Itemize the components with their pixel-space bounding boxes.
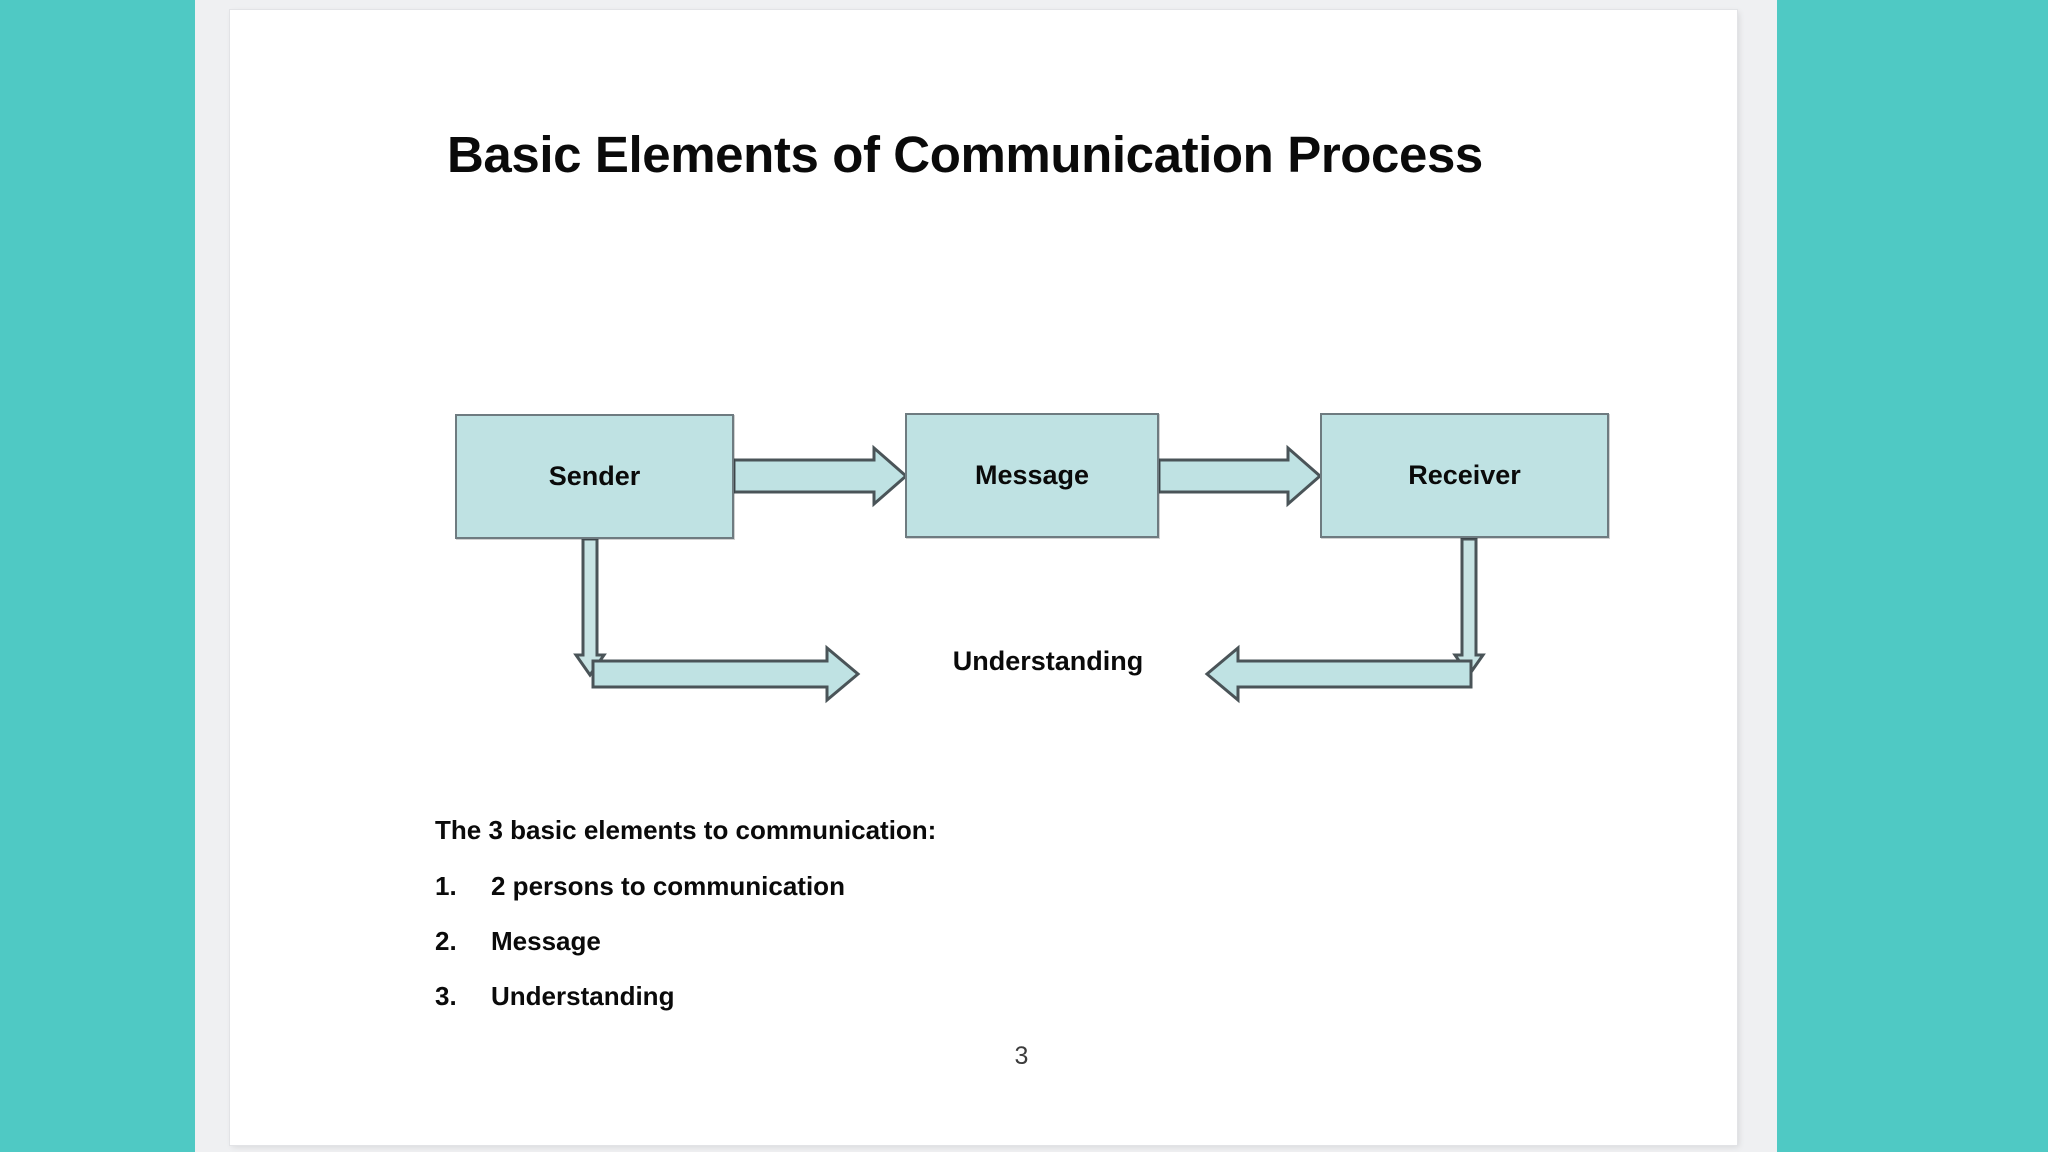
diagram-box-message[interactable]: Message [905,413,1159,538]
slide-body-text: The 3 basic elements to communication: 1… [435,815,1585,1036]
diagram-box-receiver[interactable]: Receiver [1320,413,1609,538]
list-item: 1. 2 persons to communication [435,871,1585,902]
list-item: 3. Understanding [435,981,1585,1012]
page-number-value: 3 [1014,1042,1029,1070]
slide-title: Basic Elements of Communication Process [447,126,1483,183]
communication-process-diagram: Sender Message Receiver Understanding [230,10,1737,1145]
list-item-text: Message [491,926,601,956]
arrow-receiver-to-understanding [1204,644,1473,704]
diagram-arrow-layer [573,444,1486,704]
diagram-box-sender[interactable]: Sender [455,414,734,539]
diagram-box-message-label: Message [974,460,1090,490]
diagram-box-sender-label: Sender [548,461,641,491]
arrow-sender-to-understanding [591,644,861,704]
arrow-message-to-receiver [1157,444,1323,508]
list-item: 2. Message [435,926,1585,957]
connector-receiver-down [1452,537,1486,678]
body-intro-line: The 3 basic elements to communication: [435,815,937,845]
connector-sender-down [573,537,607,678]
arrow-sender-to-message [732,444,909,508]
list-item-number: 3. [435,981,457,1011]
slide-canvas: Basic Elements of Communication Process [230,10,1737,1145]
list-item-number: 2. [435,926,457,956]
diagram-box-receiver-label: Receiver [1408,460,1521,490]
list-item-text: Understanding [491,981,675,1011]
page-number: 3 [230,1042,1737,1071]
list-item-number: 1. [435,871,457,901]
diagram-label-understanding: Understanding [952,646,1144,676]
list-item-text: 2 persons to communication [491,871,845,901]
